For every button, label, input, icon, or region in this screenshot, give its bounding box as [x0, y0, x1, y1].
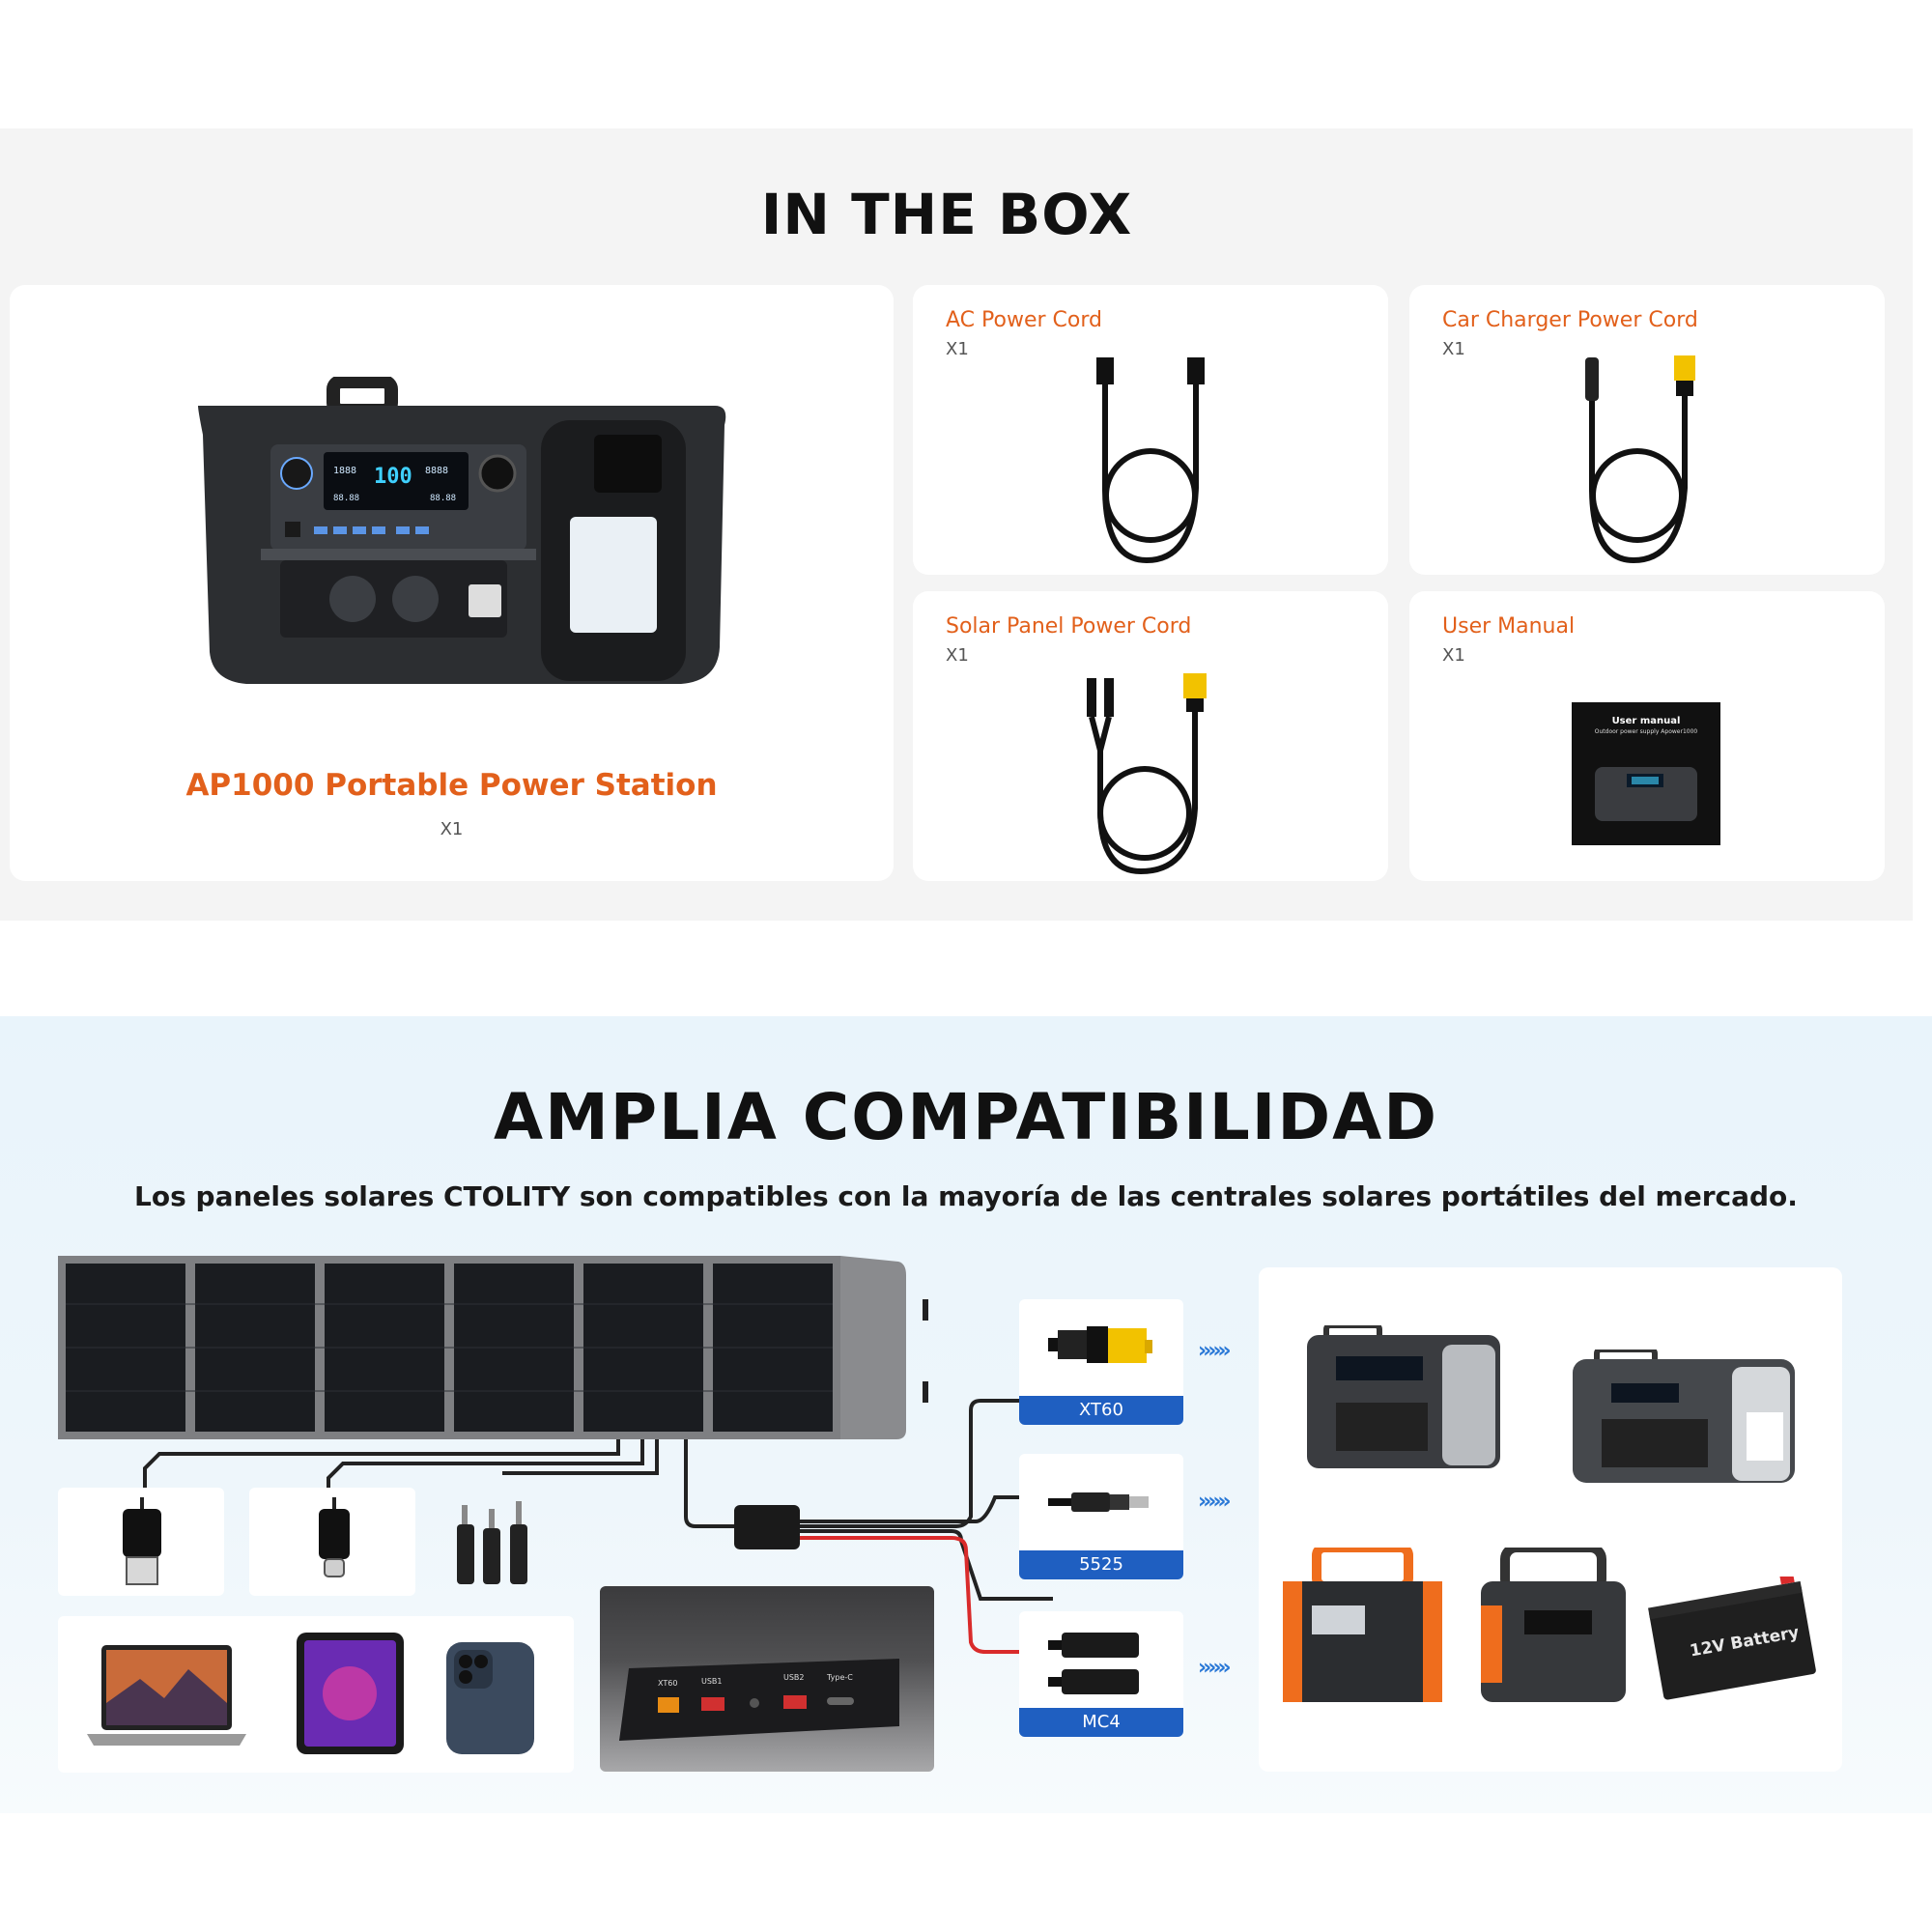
- main-item-name: AP1000 Portable Power Station: [185, 768, 718, 803]
- port-label-typec: Type-C: [826, 1673, 853, 1682]
- junction-box-device: XT60 USB1 USB2 Type-C: [619, 1659, 899, 1741]
- laptop-icon: [87, 1645, 246, 1746]
- usb-c-cable-box: [249, 1488, 415, 1596]
- power-station-orange-2: [1481, 1548, 1626, 1702]
- power-station-image: 1888 100 8888 88.88 88.88: [198, 377, 726, 684]
- port-label-usb2: USB2: [783, 1673, 805, 1682]
- car-battery-12v: 12V Battery: [1648, 1577, 1816, 1700]
- solar-cord-qty: X1: [946, 645, 969, 666]
- usb-c-plug-icon: [319, 1497, 350, 1577]
- main-item-qty: X1: [440, 819, 464, 839]
- usb-a-plug-icon: [123, 1497, 161, 1585]
- ac-cord-image: [1096, 357, 1205, 564]
- arrow-xt60: »»»: [1198, 1339, 1232, 1363]
- power-station-gray-2: [1573, 1350, 1795, 1483]
- xt60-plug-icon: [1048, 1326, 1152, 1363]
- user-manual-title: User Manual: [1442, 614, 1576, 639]
- user-manual-card: User Manual X1 User manual Outdoor power…: [1409, 591, 1885, 881]
- compatible-stations-panel: 12V Battery: [1259, 1267, 1842, 1772]
- user-manual-qty: X1: [1442, 645, 1465, 666]
- solar-cord-title: Solar Panel Power Cord: [946, 614, 1192, 639]
- car-charger-title: Car Charger Power Cord: [1442, 308, 1698, 332]
- arrow-5525: »»»: [1198, 1490, 1232, 1514]
- power-station-orange-1: [1283, 1548, 1442, 1702]
- main-item-card: 1888 100 8888 88.88 88.88 AP1000 Portabl…: [10, 285, 894, 881]
- ac-power-cord-title: AC Power Cord: [946, 308, 1102, 332]
- compatibility-title: AMPLIA COMPATIBILIDAD: [494, 1080, 1438, 1154]
- manual-cover-product-icon: [1595, 767, 1697, 821]
- connector-box-5525: 5525: [1019, 1454, 1183, 1579]
- display-bottom-right: 88.88: [430, 494, 456, 503]
- manual-cover-title: User manual: [1611, 716, 1681, 726]
- connector-box-mc4: MC4: [1019, 1611, 1183, 1737]
- solar-panel-image: [58, 1256, 928, 1439]
- solar-cord-card: Solar Panel Power Cord X1: [913, 591, 1388, 881]
- port-label-usb1: USB1: [701, 1677, 723, 1686]
- cable-diagram: [143, 1399, 1053, 1654]
- display-center: 100: [374, 465, 412, 489]
- car-charger-card: Car Charger Power Cord X1: [1409, 285, 1885, 575]
- dc-adapter-tips-icon: [457, 1501, 527, 1584]
- devices-box: [58, 1616, 574, 1773]
- display-left: 1888: [333, 466, 356, 476]
- ac-power-cord-qty: X1: [946, 339, 969, 359]
- display-bottom-left: 88.88: [333, 494, 359, 503]
- car-charger-cord-image: [1585, 355, 1695, 564]
- tablet-icon: [297, 1633, 404, 1754]
- mc4-plug-icon: [1048, 1633, 1139, 1694]
- in-the-box-title: IN THE BOX: [760, 182, 1133, 247]
- user-manual-booklet: User manual Outdoor power supply Apower1…: [1572, 702, 1720, 845]
- car-charger-qty: X1: [1442, 339, 1465, 359]
- junction-box-photo: XT60 USB1 USB2 Type-C: [600, 1586, 934, 1772]
- connector-box-xt60: XT60: [1019, 1299, 1183, 1425]
- ac-power-cord-card: AC Power Cord X1: [913, 285, 1388, 575]
- connector-label-xt60: XT60: [1019, 1396, 1183, 1425]
- display-right: 8888: [425, 466, 448, 476]
- compatibility-subtitle: Los paneles solares CTOLITY son compatib…: [134, 1180, 1798, 1212]
- arrow-mc4: »»»: [1198, 1656, 1232, 1680]
- usb-a-cable-box: [58, 1488, 224, 1596]
- smartphone-icon: [446, 1642, 534, 1754]
- power-station-gray-1: [1307, 1325, 1500, 1468]
- manual-cover-subtitle: Outdoor power supply Apower1000: [1594, 728, 1698, 735]
- connector-label-5525: 5525: [1019, 1550, 1183, 1579]
- connector-label-mc4: MC4: [1019, 1708, 1183, 1737]
- dc5525-plug-icon: [1048, 1492, 1149, 1512]
- port-label-xt60: XT60: [658, 1679, 677, 1688]
- solar-cord-image: [1087, 673, 1207, 875]
